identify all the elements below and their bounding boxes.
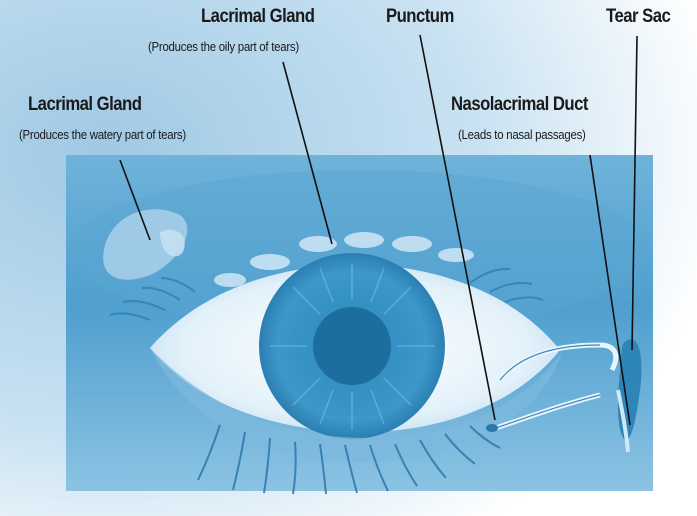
label-nasolacrimal-duct-sub: (Leads to nasal passages) [458,124,603,142]
label-title: Lacrimal Gland [28,94,141,116]
label-title: Tear Sac [606,6,670,28]
label-subtitle: (Leads to nasal passages) [458,127,586,142]
label-lacrimal-gland-watery: Lacrimal Gland [28,94,157,116]
label-nasolacrimal-duct: Nasolacrimal Duct [451,94,607,116]
label-subtitle: (Produces the oily part of tears) [148,39,299,54]
label-title: Punctum [386,6,454,28]
punctum-dot [486,424,498,432]
label-tear-sac: Tear Sac [606,6,679,28]
label-title: Nasolacrimal Duct [451,94,588,116]
pupil [313,307,391,385]
label-lacrimal-gland-oily: Lacrimal Gland [201,6,330,28]
label-subtitle: (Produces the watery part of tears) [19,127,186,142]
label-title: Lacrimal Gland [201,6,314,28]
label-lacrimal-gland-oily-sub: (Produces the oily part of tears) [148,36,319,54]
label-lacrimal-gland-watery-sub: (Produces the watery part of tears) [19,124,209,142]
label-punctum: Punctum [386,6,463,28]
